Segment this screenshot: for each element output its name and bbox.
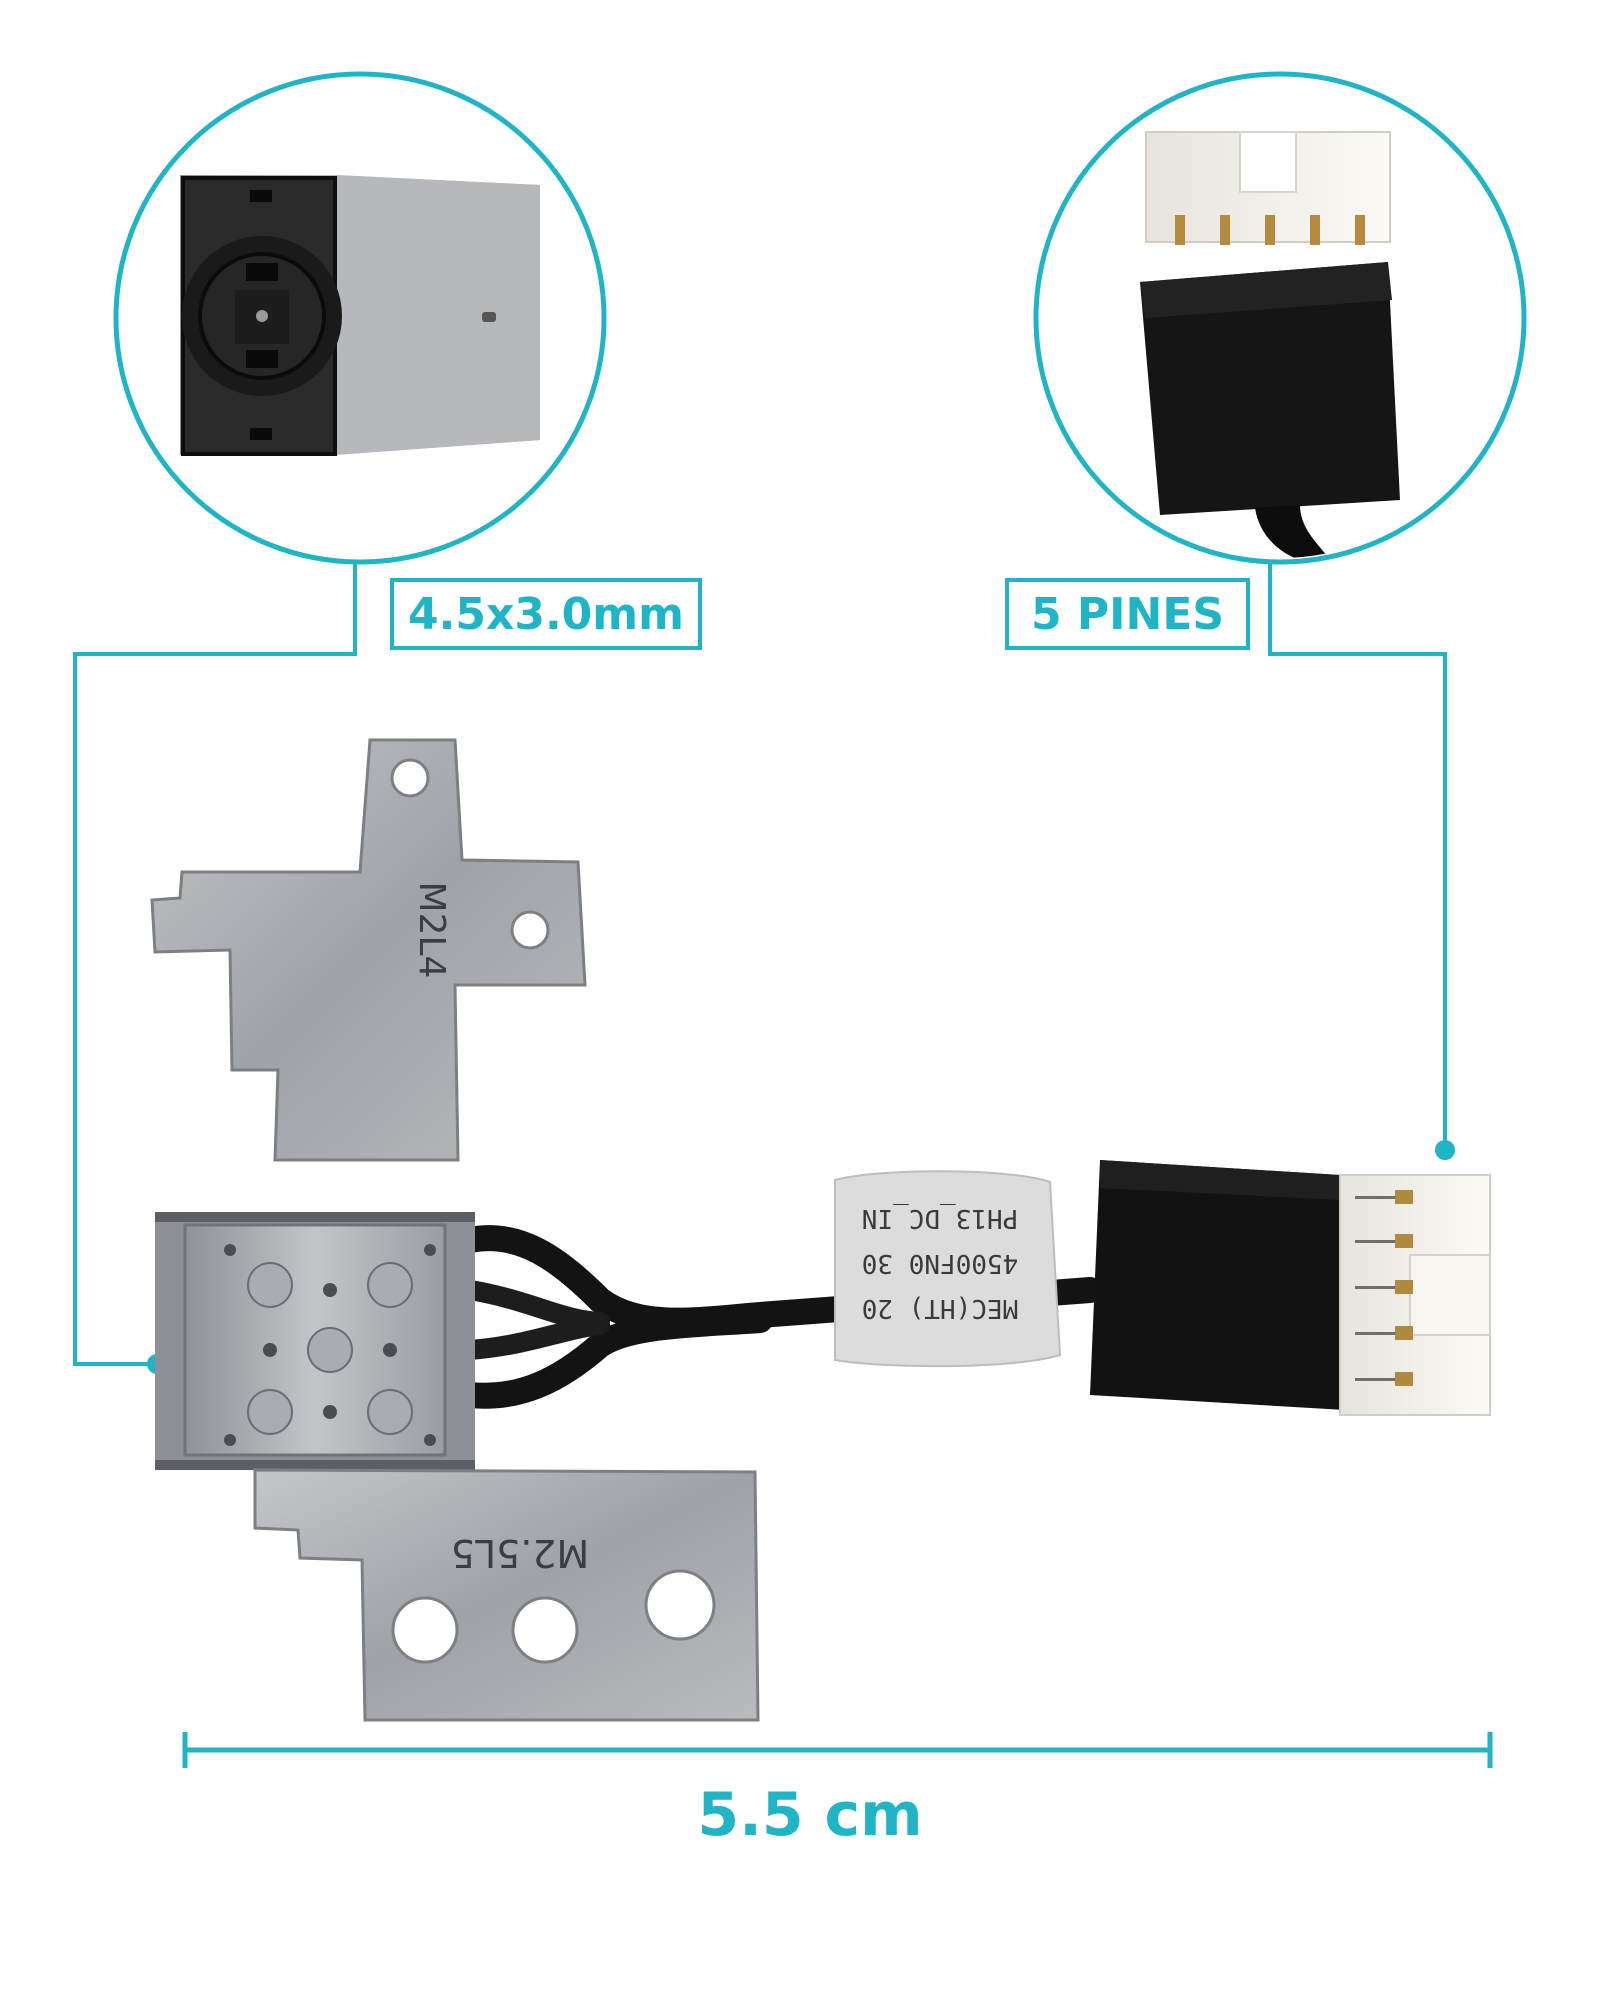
- bracket-top-mark: M2L4: [411, 882, 452, 979]
- dc-jack-part: PH13_DC_IN 4500FN0 30 MEC(HT) 20 M2L4: [150, 738, 1491, 1722]
- length-label: 5.5 cm: [697, 1780, 923, 1850]
- cable-label-line-3: MEC(HT) 20: [862, 1293, 1019, 1323]
- bracket-bottom-mark: M2.5L5: [451, 1531, 590, 1575]
- cable-label-line-1: PH13_DC_IN: [862, 1203, 1019, 1233]
- dimension-line: [182, 1732, 1493, 1768]
- connector-closeup: [1033, 71, 1527, 565]
- right-callout-dot: [1435, 1140, 1455, 1160]
- jack-size-label: 4.5x3.0mm: [390, 578, 702, 650]
- pin-count-label: 5 PINES: [1005, 578, 1250, 650]
- jack-closeup: [113, 71, 607, 565]
- callout-lines: [73, 560, 1447, 1366]
- cable-label-line-2: 4500FN0 30: [862, 1248, 1019, 1278]
